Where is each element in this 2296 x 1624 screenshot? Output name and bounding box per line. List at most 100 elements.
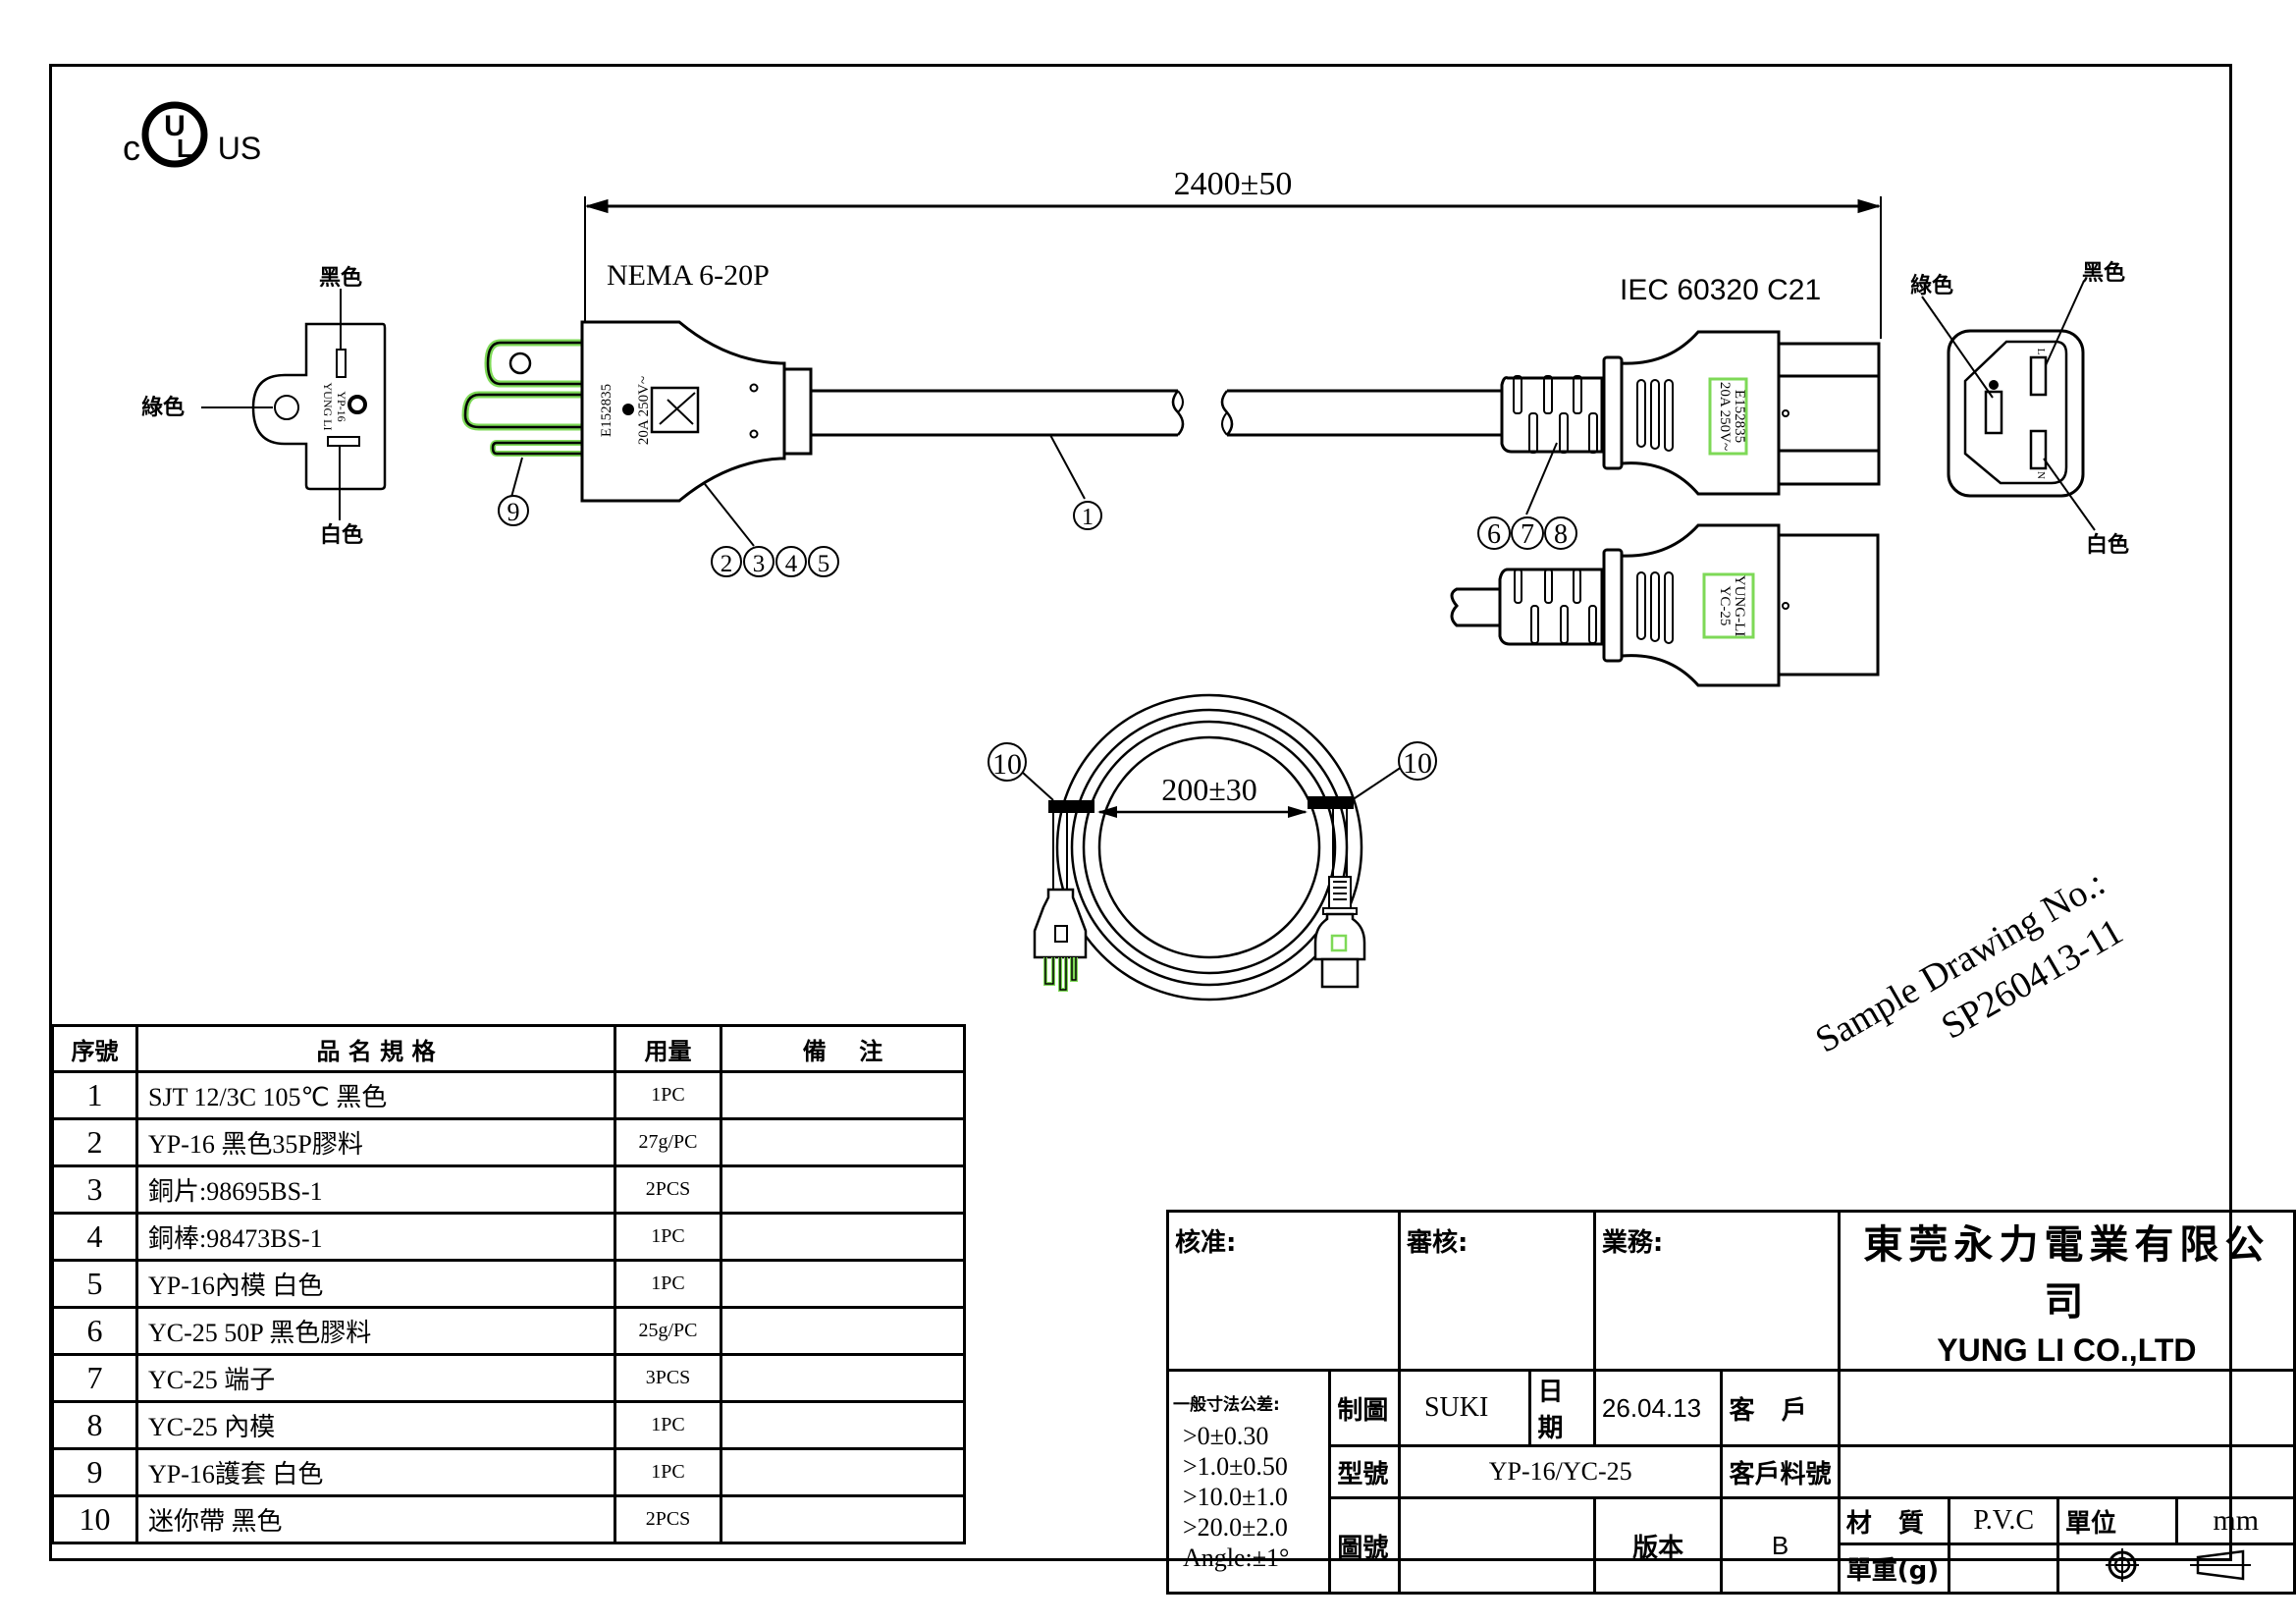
bom-cell-note bbox=[720, 1306, 966, 1356]
connector-rating: 20A 250V~ bbox=[1717, 382, 1733, 451]
callout-9: 9 bbox=[498, 495, 529, 526]
bom-cell-no: 6 bbox=[51, 1306, 138, 1356]
bom-cell-qty: 1PC bbox=[614, 1070, 722, 1120]
bom-header-no: 序號 bbox=[51, 1024, 138, 1073]
coil-diameter-label: 200±30 bbox=[1161, 772, 1257, 807]
bom-cell-name: YP-16 黑色35P膠料 bbox=[135, 1117, 616, 1167]
bom-cell-note bbox=[720, 1353, 966, 1403]
bom-cell-name: 迷你帶 黑色 bbox=[135, 1494, 616, 1544]
bom-cell-qty: 1PC bbox=[614, 1400, 722, 1450]
bom-cell-qty: 1PC bbox=[614, 1212, 722, 1262]
connector-standard-label: IEC 60320 C21 bbox=[1620, 274, 1821, 306]
bom-cell-note bbox=[720, 1070, 966, 1120]
tolerance-header: 一般寸法公差: bbox=[1173, 1395, 1280, 1415]
plug-face-view: YUNG LI YP-16 黑色 綠色 白色 bbox=[141, 265, 387, 548]
model-value: YP-16/YC-25 bbox=[1397, 1444, 1724, 1499]
svg-text:9: 9 bbox=[507, 498, 520, 526]
customer-part-label: 客戶料號 bbox=[1720, 1444, 1841, 1499]
bom-cell-qty: 2PCS bbox=[614, 1494, 722, 1544]
bom-cell-no: 5 bbox=[51, 1259, 138, 1309]
unit-label: 單位 bbox=[2056, 1496, 2179, 1545]
plug-face-brand: YUNG LI bbox=[321, 383, 335, 431]
bom-cell-qty: 27g/PC bbox=[614, 1117, 722, 1167]
drawing-no-value bbox=[1397, 1496, 1596, 1595]
review-label: 審核: bbox=[1397, 1210, 1596, 1372]
overall-length-dimension: 2400±50 bbox=[584, 166, 1882, 339]
drawn-by-value: SUKI bbox=[1397, 1369, 1532, 1447]
plug-side-view: NEMA 6-20P E152835 20A 250V~ 9 2 bbox=[461, 259, 839, 577]
company-name-en: YUNG LI CO.,LTD bbox=[1937, 1332, 2197, 1368]
bom-cell-note bbox=[720, 1400, 966, 1450]
bom-header-note: 備 注 bbox=[720, 1024, 966, 1073]
cul-us-mark-icon: U L c US bbox=[123, 101, 261, 168]
tolerance-table: 一般寸法公差: >0±0.30 >1.0±0.50 >10.0±1.0 >20.… bbox=[1165, 1369, 1332, 1595]
weight-label: 單重(g) bbox=[1837, 1543, 1951, 1595]
customer-label: 客 戶 bbox=[1720, 1369, 1841, 1447]
bom-cell-no: 3 bbox=[51, 1164, 138, 1215]
coiled-cable-view: 200±30 10 10 bbox=[988, 693, 1437, 1001]
revision-label: 版本 bbox=[1592, 1496, 1724, 1595]
model-label: 型號 bbox=[1328, 1444, 1401, 1499]
svg-text:U: U bbox=[164, 110, 186, 142]
svg-text:1: 1 bbox=[1082, 505, 1094, 530]
connector-certificate-no: E152835 bbox=[1732, 390, 1747, 443]
svg-text:5: 5 bbox=[818, 551, 830, 577]
plug-face-label-green: 綠色 bbox=[141, 395, 185, 420]
bom-cell-note bbox=[720, 1212, 966, 1262]
date-value: 26.04.13 bbox=[1592, 1369, 1724, 1447]
bom-cell-note bbox=[720, 1117, 966, 1167]
bom-cell-qty: 3PCS bbox=[614, 1353, 722, 1403]
cul-prefix: c bbox=[123, 128, 140, 168]
bom-cell-qty: 1PC bbox=[614, 1259, 722, 1309]
bom-cell-note bbox=[720, 1447, 966, 1497]
connector-brand: YUNG-LI bbox=[1732, 575, 1747, 636]
tolerance-1: >1.0±0.50 bbox=[1183, 1452, 1288, 1481]
bom-header-row: 序號 品 名 規 格 用量 備 注 bbox=[51, 1024, 966, 1073]
callout-10-left: 10 bbox=[988, 742, 1027, 782]
bom-cell-name: 銅棒:98473BS-1 bbox=[135, 1212, 616, 1262]
tolerance-angle: Angle:±1° bbox=[1183, 1543, 1290, 1572]
bom-cell-no: 1 bbox=[51, 1070, 138, 1120]
material-label: 材 質 bbox=[1837, 1496, 1951, 1545]
cable: 1 bbox=[811, 389, 1506, 530]
c21-face-label-black: 黑色 bbox=[2082, 260, 2125, 286]
plug-body-rating: 20A 250V~ bbox=[636, 376, 652, 445]
plug-standard-label: NEMA 6-20P bbox=[607, 259, 770, 292]
bom-cell-name: YP-16護套 白色 bbox=[135, 1447, 616, 1497]
svg-text:8: 8 bbox=[1554, 519, 1568, 550]
c21-connector-bottom-view: YUNG-LI YC-25 bbox=[1450, 523, 1880, 687]
bom-cell-name: YC-25 50P 黑色膠料 bbox=[135, 1306, 616, 1356]
svg-text:3: 3 bbox=[753, 551, 766, 577]
bom-header-qty: 用量 bbox=[614, 1024, 722, 1073]
sales-label: 業務: bbox=[1592, 1210, 1841, 1372]
plug-face-model: YP-16 bbox=[335, 391, 348, 421]
bom-cell-name: YC-25 內模 bbox=[135, 1400, 616, 1450]
title-block: 核准: 審核: 業務: 東莞永力電業有限公司 YUNG LI CO.,LTD 一… bbox=[1165, 1210, 2296, 1595]
tolerance-2: >10.0±1.0 bbox=[1183, 1483, 1288, 1511]
c21-face-view: L N 綠色 黑色 白色 bbox=[1910, 260, 2129, 558]
plug-face-label-black: 黑色 bbox=[319, 265, 362, 291]
revision-value: B bbox=[1720, 1496, 1841, 1595]
cul-suffix: US bbox=[218, 131, 261, 166]
bom-cell-no: 4 bbox=[51, 1212, 138, 1262]
connector-model: YC-25 bbox=[1717, 586, 1733, 626]
tolerance-3: >20.0±2.0 bbox=[1183, 1513, 1288, 1542]
first-angle-projection-icon bbox=[2056, 1543, 2296, 1595]
bom-cell-no: 2 bbox=[51, 1117, 138, 1167]
bom-cell-no: 8 bbox=[51, 1400, 138, 1450]
approve-label: 核准: bbox=[1166, 1210, 1401, 1372]
bom-cell-name: YC-25 端子 bbox=[135, 1353, 616, 1403]
pin-l-label: L bbox=[2035, 349, 2047, 355]
callout-2-3-4-5: 2 3 4 5 bbox=[711, 546, 839, 577]
svg-text:2: 2 bbox=[721, 551, 733, 577]
pin-n-label: N bbox=[2035, 471, 2047, 479]
plug-body-certificate-no: E152835 bbox=[599, 384, 614, 437]
